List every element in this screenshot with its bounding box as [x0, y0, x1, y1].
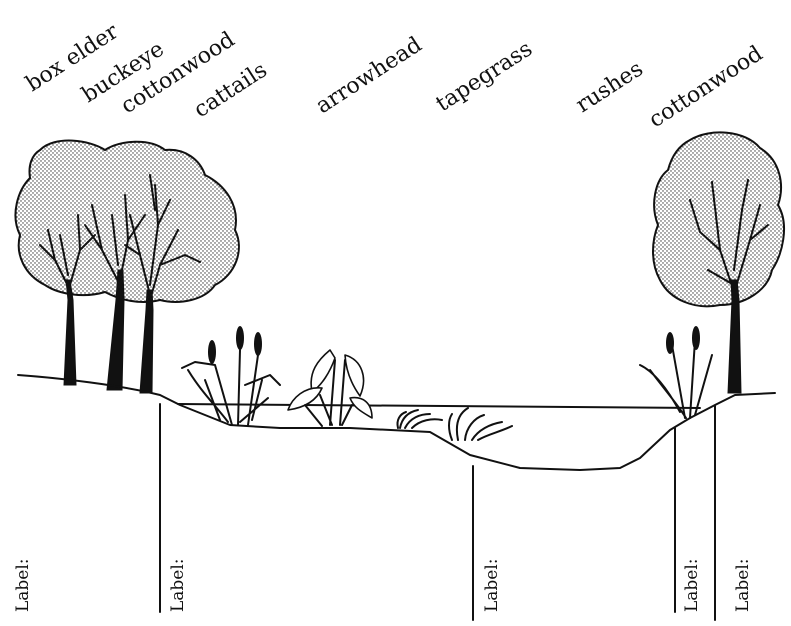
plant-labels: box elder buckeye cottonwood cattails ar… — [22, 19, 768, 133]
plant-label-cottonwood-right: cottonwood — [645, 41, 768, 133]
plant-label-rushes: rushes — [572, 57, 648, 119]
right-cattail-stems — [640, 340, 712, 418]
ground-profile — [18, 375, 775, 470]
arrowhead-leaf-1 — [311, 350, 335, 392]
right-tree-canopy — [653, 132, 784, 306]
tapegrass-clump-1 — [397, 410, 442, 428]
left-trees — [15, 141, 238, 393]
plant-label-arrowhead: arrowhead — [312, 32, 427, 119]
box-elder-trunk — [64, 280, 76, 385]
cottonwood-left-trunk — [140, 290, 153, 393]
arrowhead-leaf-3 — [288, 388, 322, 410]
cattail-head-3 — [254, 332, 262, 356]
slot-label-2: Label: — [168, 558, 188, 612]
slot-label-3: Label: — [482, 558, 502, 612]
cattail-head-1 — [208, 340, 216, 364]
right-cattail-head-2 — [692, 326, 700, 350]
right-cattail-head-1 — [666, 332, 674, 354]
arrowhead-leaf-2 — [345, 355, 364, 396]
cattail-stems — [182, 350, 280, 425]
slot-labels: Label: Label: Label: Label: Label: — [13, 558, 753, 612]
cattails-left — [182, 326, 280, 425]
tapegrass-plant — [397, 408, 512, 440]
plant-label-tapegrass: tapegrass — [432, 37, 537, 118]
slot-label-1: Label: — [13, 558, 33, 612]
tapegrass-clump-2 — [449, 408, 512, 440]
arrowhead-leaf-4 — [350, 398, 372, 418]
ground-line — [18, 375, 775, 470]
slot-label-4: Label: — [682, 558, 702, 612]
slot-label-5: Label: — [733, 558, 753, 612]
arrowhead-plant — [288, 350, 372, 426]
cattail-head-2 — [236, 326, 244, 350]
cattails-right — [640, 326, 712, 418]
